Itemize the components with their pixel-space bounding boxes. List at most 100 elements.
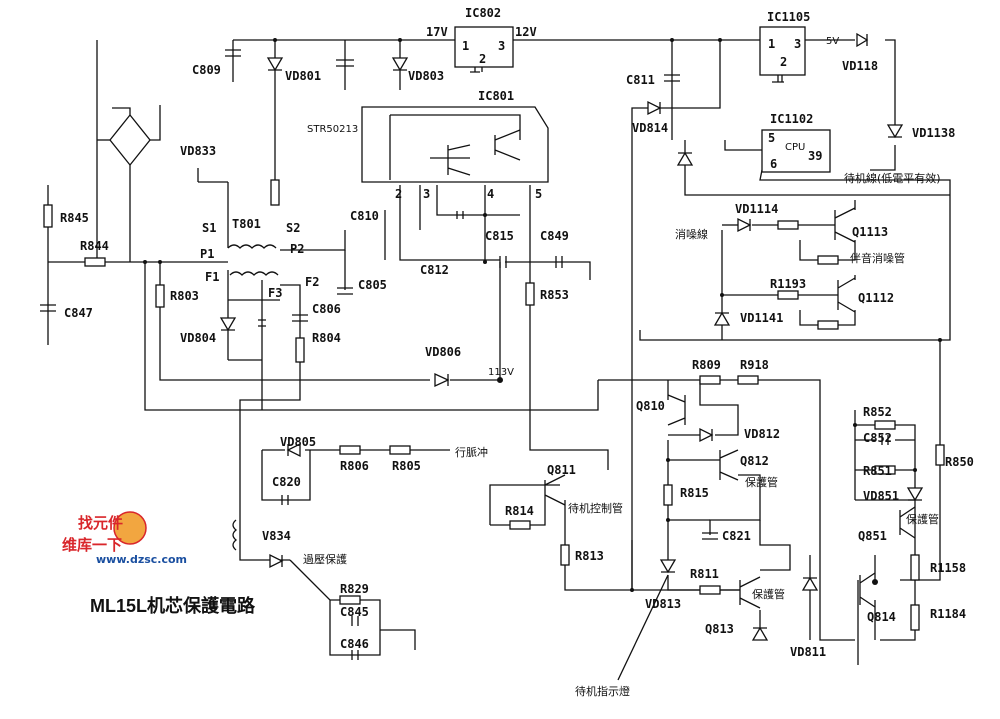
- label-vd805: VD805: [280, 435, 316, 449]
- r813-body: [560, 544, 570, 566]
- label-q1112: Q1112: [858, 291, 894, 305]
- label-vd1138: VD1138: [912, 126, 955, 140]
- vd812-symbol: [699, 427, 714, 443]
- vd118-symbol: [856, 32, 869, 48]
- label-p1: P1: [200, 247, 214, 261]
- r809-body: [699, 375, 721, 385]
- label-r806: R806: [340, 459, 369, 473]
- label-c806: C806: [312, 302, 341, 316]
- label-12v: 12V: [515, 25, 537, 39]
- label-ic1102: IC1102: [770, 112, 813, 126]
- c821-plates: [702, 532, 718, 540]
- label-ic1105-p2: 2: [780, 55, 787, 69]
- v834-symbol: [269, 553, 284, 569]
- vd1138-symbol: [886, 124, 904, 139]
- label-vd814: VD814: [632, 121, 668, 135]
- label-standby-line: 待机線(低電平有效): [844, 171, 941, 185]
- r829-body: [339, 595, 361, 605]
- vd1114-symbol: [737, 217, 752, 233]
- label-r1184: R1184: [930, 607, 966, 621]
- r814-body: [509, 520, 531, 530]
- label-ic801-p5: 5: [535, 187, 542, 201]
- label-r845: R845: [60, 211, 89, 225]
- label-r853: R853: [540, 288, 569, 302]
- c806-plates: [292, 314, 308, 322]
- vd1141-symbol: [713, 311, 731, 326]
- label-r829: R829: [340, 582, 369, 596]
- components: [40, 32, 945, 660]
- label-vd803: VD803: [408, 69, 444, 83]
- label-c845: C845: [340, 605, 369, 619]
- leader-standby-indicator: [617, 574, 669, 681]
- label-vd804: VD804: [180, 331, 216, 345]
- q814-symbol: [859, 572, 876, 608]
- label-vd813: VD813: [645, 597, 681, 611]
- label-vd833: VD833: [180, 144, 216, 158]
- label-overvoltage: 過壓保護: [303, 552, 347, 566]
- r-q1113b-body: [817, 255, 839, 265]
- label-ic801: IC801: [478, 89, 514, 103]
- label-ic802-p1: 1: [462, 39, 469, 53]
- r811-body: [699, 585, 721, 595]
- q810-symbol: [667, 394, 686, 426]
- label-q813: Q813: [705, 622, 734, 636]
- q812-symbol: [719, 449, 739, 481]
- label-c809: C809: [192, 63, 221, 77]
- watermark-logo: 找元件 维库一下 www.dzsc.com: [62, 511, 187, 566]
- ic1105-block: [759, 26, 806, 83]
- q813-symbol: [739, 576, 761, 609]
- watermark-site: 维库一下: [62, 536, 122, 554]
- label-ic801-p4: 4: [487, 187, 494, 201]
- label-cpu-pin6: 6: [770, 157, 777, 171]
- label-vd811: VD811: [790, 645, 826, 659]
- vd811-symbol: [801, 576, 819, 591]
- r1158-body: [910, 554, 920, 581]
- label-c846: C846: [340, 637, 369, 651]
- c849-plates: [555, 256, 563, 268]
- q811-symbol: [544, 474, 566, 506]
- t801-secondary-coil: [229, 271, 279, 276]
- label-vd812: VD812: [744, 427, 780, 441]
- label-f3: F3: [268, 286, 282, 300]
- ic802-block: [454, 26, 514, 73]
- vd851-symbol: [906, 487, 924, 502]
- r1193-body: [777, 290, 799, 300]
- label-r852: R852: [863, 405, 892, 419]
- label-vd801: VD801: [285, 69, 321, 83]
- diagram-title: ML15L机芯保護電路: [90, 595, 256, 616]
- label-ic802-p3: 3: [498, 39, 505, 53]
- r-q1112b-body: [817, 320, 839, 330]
- r804-body: [295, 337, 305, 363]
- c820-plates: [281, 495, 289, 505]
- feedback-coil: [232, 519, 238, 551]
- q1112-symbol: [837, 277, 856, 313]
- label-p2: P2: [290, 242, 304, 256]
- label-mute-line: 消噪線: [675, 227, 708, 241]
- label-c815: C815: [485, 229, 514, 243]
- label-vd1141: VD1141: [740, 311, 783, 325]
- r845-body: [43, 204, 53, 228]
- r1184-body: [910, 604, 920, 631]
- label-ic1105-p1: 1: [768, 37, 775, 51]
- r806-body: [339, 445, 361, 455]
- label-113v: 113V: [488, 367, 514, 378]
- label-r815: R815: [680, 486, 709, 500]
- label-c805: C805: [358, 278, 387, 292]
- r851-body: [874, 465, 896, 475]
- r805-body: [389, 445, 411, 455]
- vd805-symbol: [286, 442, 301, 458]
- label-cpu-pin39: 39: [808, 149, 822, 163]
- label-c847: C847: [64, 306, 93, 320]
- label-c812: C812: [420, 263, 449, 277]
- r815-body: [663, 484, 673, 506]
- label-r1158: R1158: [930, 561, 966, 575]
- label-mute-tube: 伴音消噪管: [850, 251, 905, 265]
- label-q1113: Q1113: [852, 225, 888, 239]
- label-c820: C820: [272, 475, 301, 489]
- label-ic802-p2: 2: [479, 52, 486, 66]
- c846-plates: [351, 650, 359, 660]
- vd814-symbol: [647, 100, 662, 116]
- c809-plates: [225, 49, 241, 57]
- label-r918: R918: [740, 358, 769, 372]
